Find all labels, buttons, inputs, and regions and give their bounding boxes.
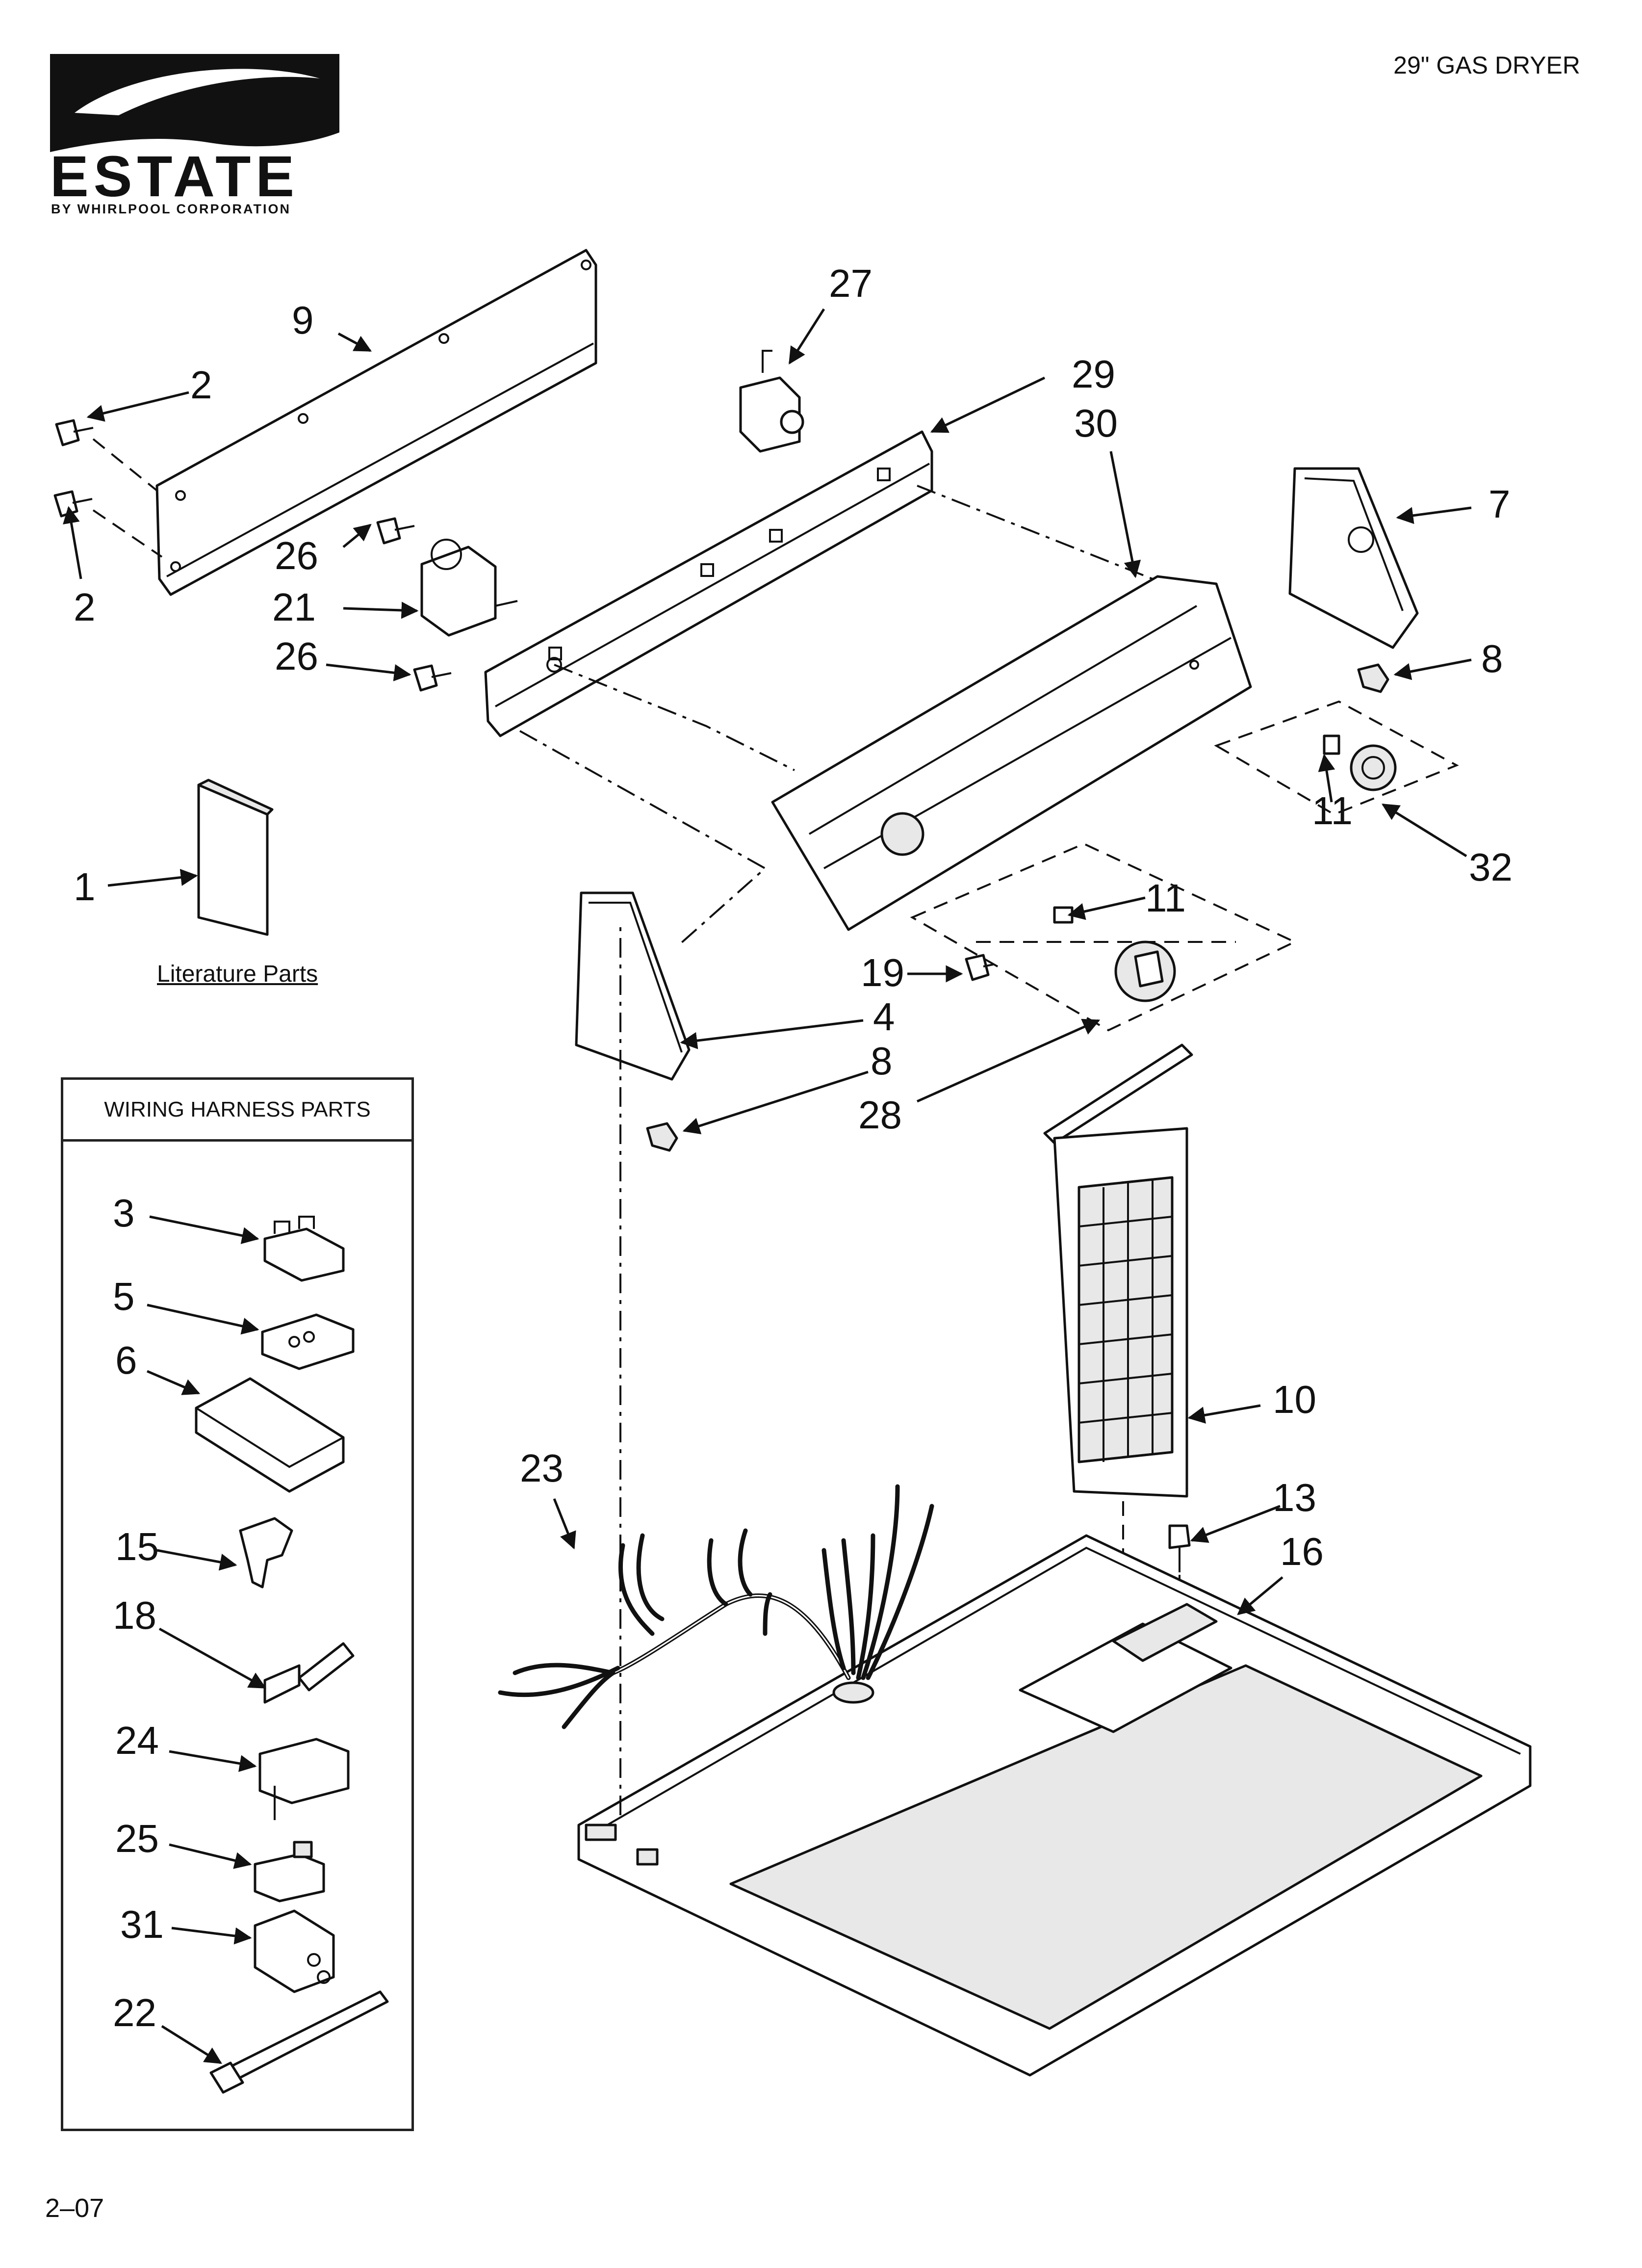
page-footer-code: 2–07: [45, 2193, 104, 2223]
callout-8b: 8: [871, 1039, 893, 1083]
connector-icon: [254, 1841, 325, 1903]
knob-icon: [1053, 906, 1176, 1002]
callout-32: 32: [1469, 845, 1513, 889]
rear-panel-icon: [155, 249, 597, 596]
tie-strap-icon: [209, 1990, 389, 2094]
callout-5: 5: [113, 1275, 135, 1318]
callout-13: 13: [1273, 1476, 1316, 1519]
callout-27: 27: [829, 261, 872, 305]
end-cap-icon: [575, 891, 691, 1081]
connector-icon: [254, 1909, 335, 1993]
wiring-harness-parts-box: WIRING HARNESS PARTS: [61, 1077, 414, 2131]
callout-11b: 11: [1145, 876, 1186, 920]
callout-21: 21: [272, 585, 316, 629]
callout-labels: 1 2 2 3 4 5 6 7 8 8 9 10 11 11 13 15 16 …: [74, 261, 1513, 2034]
harness-icon: [498, 1484, 934, 1729]
clip-icon: [239, 1517, 293, 1589]
harness-box-title: WIRING HARNESS PARTS: [63, 1080, 411, 1142]
brand-name: ESTATE: [50, 144, 299, 209]
leader-lines: [63, 308, 1472, 2064]
callout-11: 11: [1312, 789, 1353, 833]
brand-subtitle: BY WHIRLPOOL CORPORATION: [51, 202, 291, 216]
screw-icon: [965, 954, 994, 981]
connector-icon: [263, 1216, 345, 1282]
switch-icon: [739, 350, 804, 453]
callout-7: 7: [1488, 482, 1511, 526]
callout-30: 30: [1074, 401, 1118, 445]
callout-1: 1: [74, 865, 96, 909]
knob-icon: [1323, 734, 1397, 791]
callout-29: 29: [1072, 352, 1115, 396]
clip-icon: [1357, 663, 1389, 693]
screw-icon: [53, 419, 94, 518]
callout-18: 18: [113, 1593, 156, 1637]
callout-15: 15: [115, 1525, 159, 1568]
clip-icon: [646, 1122, 678, 1152]
control-panel-icon: [484, 430, 933, 737]
connector-icon: [261, 1313, 355, 1370]
callout-6: 6: [115, 1338, 137, 1382]
end-cap-icon: [1288, 467, 1419, 649]
filter-icon: [1043, 1043, 1193, 1498]
callout-10: 10: [1273, 1378, 1316, 1421]
cabinet-top-icon: [577, 1534, 1532, 2077]
callout-23: 23: [520, 1446, 564, 1490]
connector-icon: [195, 1377, 345, 1493]
page-title: 29" GAS DRYER: [1393, 52, 1580, 79]
estate-logo: ESTATE BY WHIRLPOOL CORPORATION: [45, 49, 344, 216]
callout-25: 25: [115, 1817, 159, 1860]
callout-31: 31: [120, 1903, 164, 1946]
timer-icon: [420, 539, 518, 637]
literature-parts-caption: Literature Parts: [157, 961, 318, 987]
callout-26b: 26: [275, 634, 318, 678]
callout-28: 28: [858, 1093, 902, 1137]
literature-booklet-icon: [197, 779, 274, 936]
estate-swoosh-icon: ESTATE BY WHIRLPOOL CORPORATION: [50, 54, 339, 216]
callout-2: 2: [190, 363, 212, 407]
terminal-icon: [263, 1642, 355, 1704]
callout-3: 3: [113, 1191, 135, 1235]
callout-9: 9: [292, 298, 314, 342]
connector-icon: [258, 1738, 350, 1820]
screw-icon: [1168, 1524, 1191, 1572]
console-icon: [771, 575, 1252, 931]
callout-8: 8: [1481, 637, 1503, 680]
callout-4: 4: [873, 995, 895, 1039]
callout-22: 22: [113, 1991, 156, 2034]
callout-19: 19: [861, 951, 904, 994]
callout-2b: 2: [74, 585, 96, 629]
callout-16: 16: [1280, 1530, 1324, 1573]
callout-26: 26: [275, 534, 318, 577]
screw-icon: [376, 517, 452, 692]
callout-24: 24: [115, 1719, 159, 1762]
